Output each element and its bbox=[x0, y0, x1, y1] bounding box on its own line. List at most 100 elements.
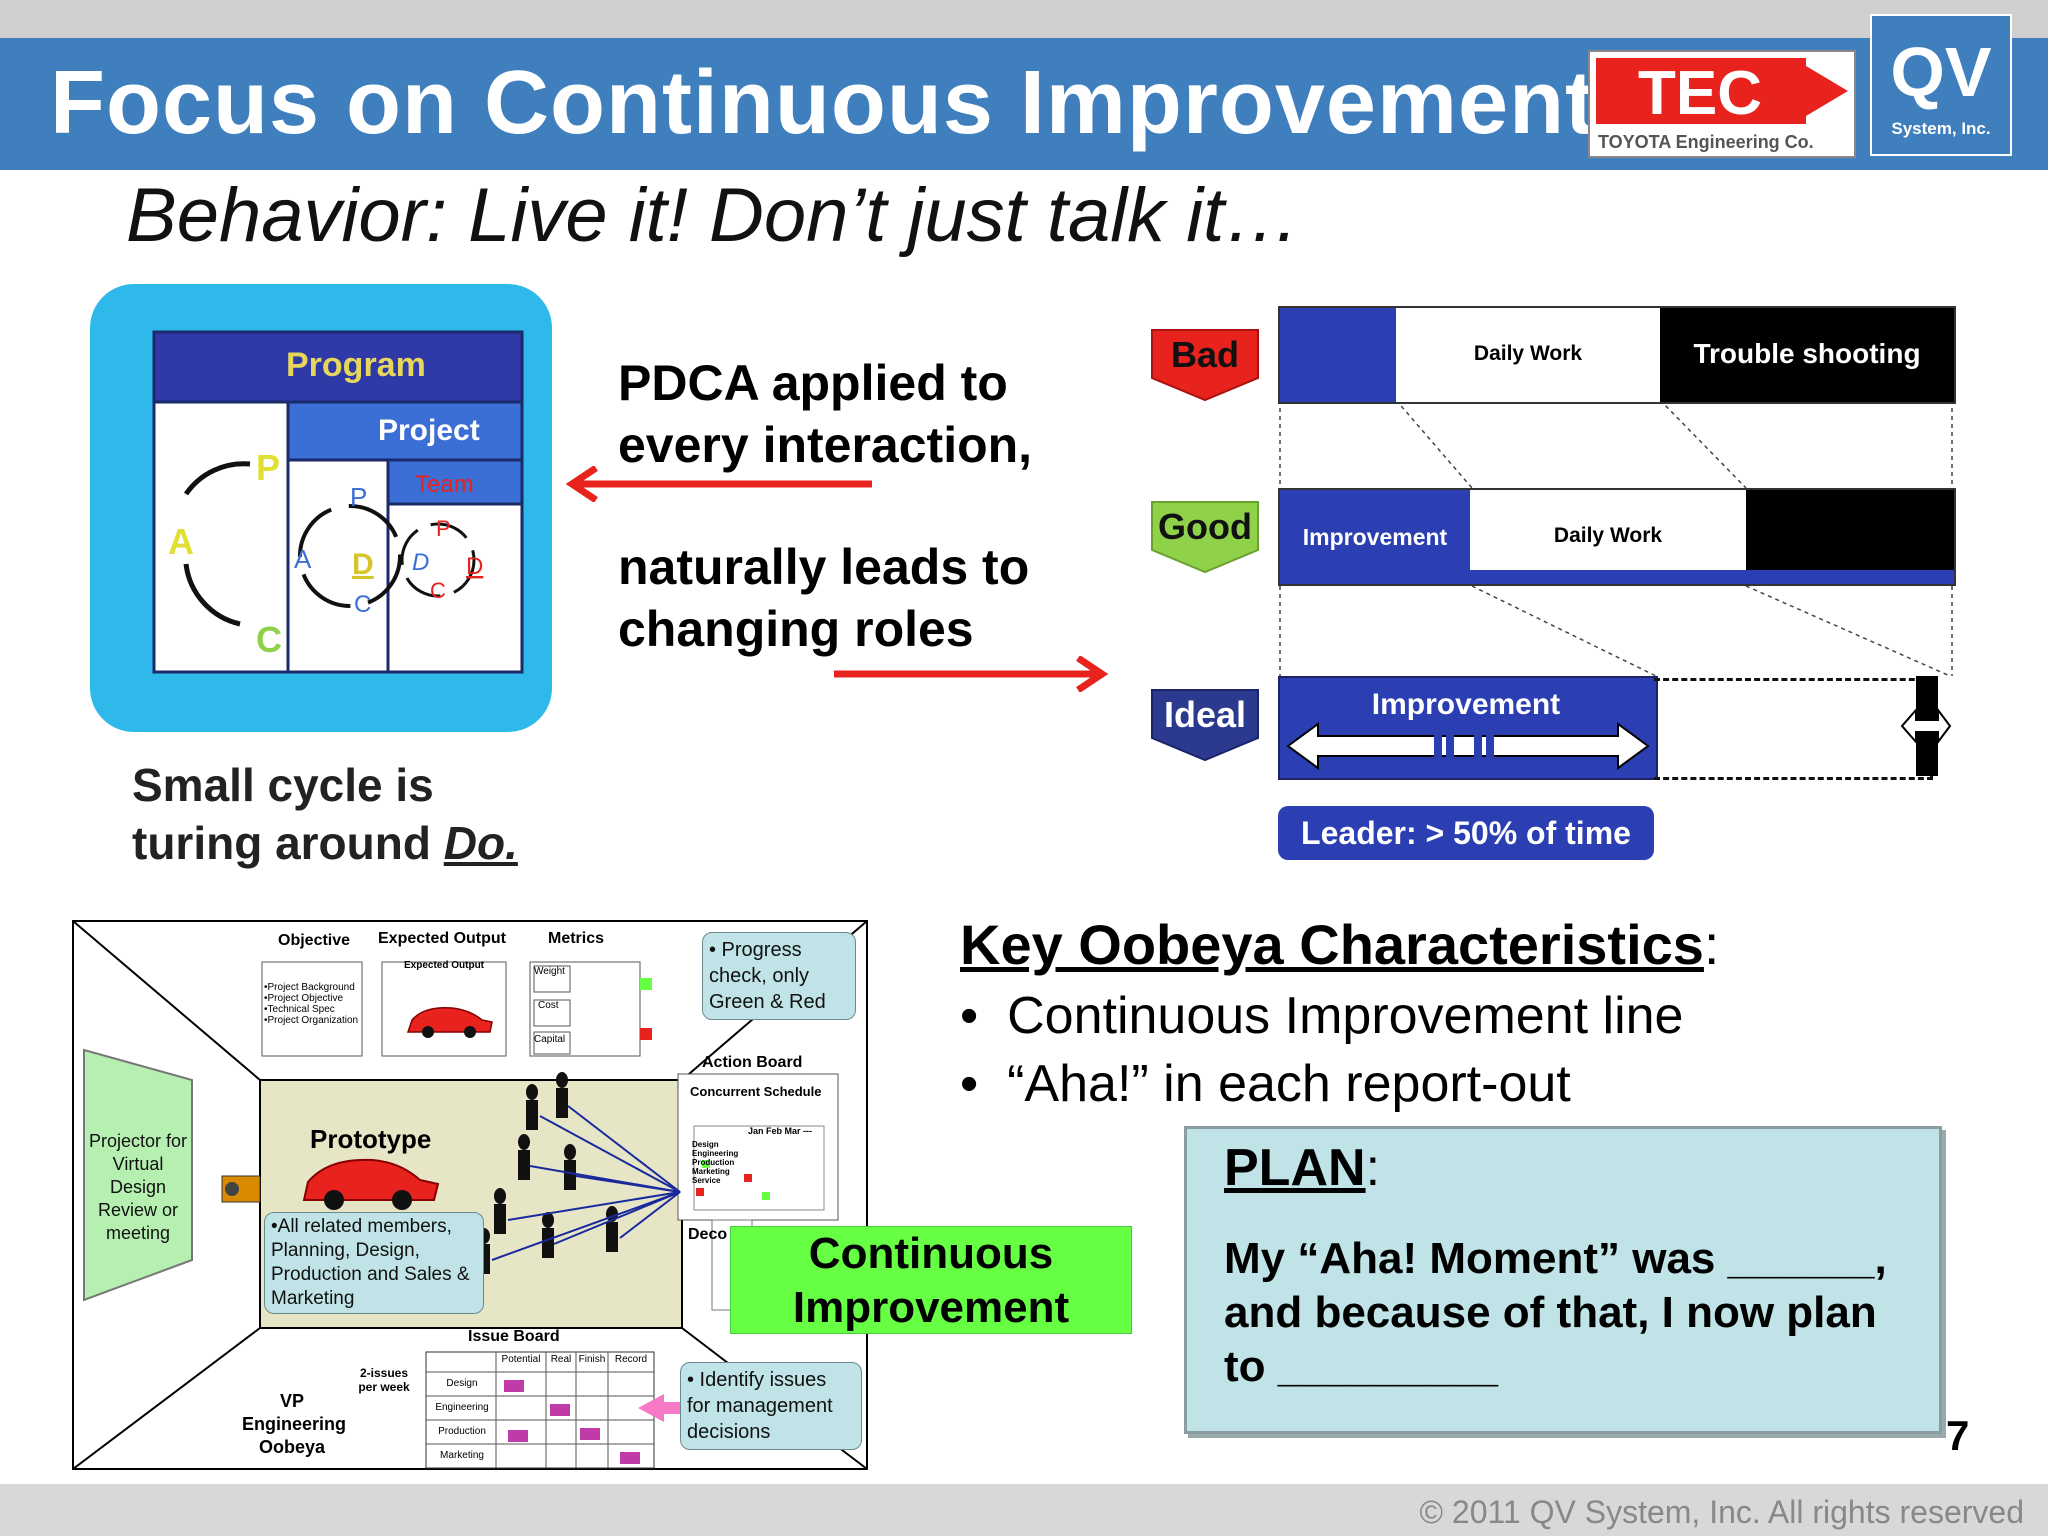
small-cycle-line2: turing around Do. bbox=[132, 814, 518, 872]
project-label: Project bbox=[378, 414, 480, 447]
program-label: Program bbox=[286, 346, 426, 384]
metric-cost: Cost bbox=[538, 1000, 559, 1011]
qv-logo: QV System, Inc. bbox=[1870, 14, 2012, 156]
bad-trouble-shooting: Trouble shooting bbox=[1693, 338, 1921, 369]
issue-column-header: Potential bbox=[501, 1354, 541, 1365]
slide-title: Focus on Continuous Improvement bbox=[50, 53, 1597, 153]
prototype-label: Prototype bbox=[310, 1124, 432, 1154]
ideal-improvement-segment bbox=[1278, 676, 1658, 780]
metric-capital: Capital bbox=[534, 1034, 566, 1045]
good-bar: Improvement Daily Work bbox=[1278, 488, 1956, 586]
team-label: Team bbox=[415, 471, 474, 498]
bullet-dot-icon: • bbox=[960, 987, 1008, 1045]
key-title-text: Key Oobeya Characteristics bbox=[960, 913, 1704, 976]
good-improvement: Improvement bbox=[1302, 524, 1448, 550]
oobeya-expected-output-small: Expected Output bbox=[404, 960, 485, 971]
small-cycle-prefix: turing around bbox=[132, 817, 444, 869]
project-c: C bbox=[354, 591, 371, 618]
ideal-tag bbox=[1148, 686, 1262, 762]
issue-row-label: Design bbox=[446, 1378, 478, 1389]
issue-column-header: Record bbox=[614, 1354, 648, 1365]
projector-label: Projector for Virtual Design Review or m… bbox=[88, 1131, 188, 1243]
small-cycle-do: Do. bbox=[443, 817, 518, 869]
ideal-bar: Improvement bbox=[1278, 676, 1952, 780]
page-number: 7 bbox=[1946, 1412, 1970, 1459]
schedule-rows: Design Engineering Production Marketing … bbox=[692, 1140, 738, 1185]
bad-improvement-segment bbox=[1280, 308, 1396, 402]
project-d: D bbox=[352, 548, 374, 581]
good-trouble-segment bbox=[1746, 490, 1954, 570]
objective-list: •Project Background •Project Objective •… bbox=[264, 982, 358, 1026]
ideal-improvement: Improvement bbox=[1371, 688, 1561, 721]
schedule-months: Jan Feb Mar --- bbox=[748, 1126, 813, 1136]
metric-weight: Weight bbox=[534, 966, 565, 977]
decision-partial-label: Deco bbox=[688, 1226, 728, 1243]
pdca-text-block-2: naturally leads to changing roles bbox=[618, 536, 1029, 660]
issue-board-label: Issue Board bbox=[468, 1328, 560, 1345]
bad-bar: Daily Work Trouble shooting bbox=[1278, 306, 1956, 404]
schedule-row: Engineering bbox=[692, 1149, 739, 1158]
key-bullet: • “Aha!” in each report-out bbox=[960, 1054, 1571, 1114]
program-c: C bbox=[256, 619, 282, 660]
objective-item: •Project Background bbox=[264, 982, 355, 993]
small-cycle-line1: Small cycle is bbox=[132, 759, 434, 811]
objective-item: •Technical Spec bbox=[264, 1004, 335, 1015]
pdca-line-1: PDCA applied to bbox=[618, 355, 1008, 411]
key-bullet-text: “Aha!” in each report-out bbox=[1007, 1055, 1571, 1113]
bad-trouble-segment bbox=[1660, 308, 1954, 402]
pdca-nested-diagram: Program Project Team P A C P A D C P D D… bbox=[90, 284, 552, 732]
program-a: A bbox=[168, 521, 194, 562]
bad-daily-work: Daily Work bbox=[1473, 342, 1583, 365]
ideal-empty-segment bbox=[1654, 678, 1933, 780]
issue-row-label: Marketing bbox=[440, 1450, 484, 1461]
team-p: P bbox=[436, 516, 451, 541]
plan-title: PLAN: bbox=[1224, 1138, 1380, 1198]
issue-rows: Design Engineering Production Marketing bbox=[428, 1378, 496, 1474]
ideal-double-arrow-icon bbox=[1284, 720, 1652, 772]
subtitle: Behavior: Live it! Don’t just talk it… bbox=[126, 173, 1301, 258]
leader-badge: Leader: > 50% of time bbox=[1278, 806, 1654, 860]
good-bottom-line bbox=[1470, 570, 1954, 584]
progress-callout: • Progress check, only Green & Red bbox=[702, 932, 856, 1020]
key-title: Key Oobeya Characteristics: bbox=[960, 912, 1719, 977]
project-p: P bbox=[350, 482, 367, 512]
copyright: © 2011 QV System, Inc. All rights reserv… bbox=[1419, 1494, 2024, 1530]
tec-logo-subtitle: TOYOTA Engineering Co. bbox=[1598, 132, 1814, 152]
good-daily-work: Daily Work bbox=[1553, 524, 1663, 547]
objective-item: •Project Organization bbox=[264, 1015, 359, 1026]
program-p: P bbox=[256, 447, 280, 488]
plan-line-2: and because of that, I now plan bbox=[1224, 1288, 1877, 1337]
schedule-row: Production bbox=[692, 1158, 735, 1167]
plan-box bbox=[1184, 1126, 1942, 1434]
schedule-row: Marketing bbox=[692, 1167, 730, 1176]
good-tag bbox=[1148, 498, 1262, 574]
plan-title-text: PLAN bbox=[1224, 1139, 1366, 1197]
team-c: C bbox=[430, 578, 446, 603]
objective-item: •Project Objective bbox=[264, 993, 344, 1004]
small-cycle-caption: Small cycle is turing around Do. bbox=[132, 756, 518, 872]
pdca-line-2: every interaction, bbox=[618, 417, 1033, 473]
identify-callout: • Identify issues for management decisio… bbox=[680, 1362, 862, 1450]
oobeya-action-board: Action Board bbox=[702, 1054, 803, 1071]
pdca-text-block-1: PDCA applied to every interaction, bbox=[618, 352, 1032, 476]
schedule-row: Service bbox=[692, 1176, 721, 1185]
oobeya-concurrent-schedule: Concurrent Schedule bbox=[690, 1084, 822, 1099]
oobeya-metrics: Metrics bbox=[548, 930, 605, 947]
plan-title-colon: : bbox=[1365, 1139, 1381, 1197]
bad-tag bbox=[1148, 326, 1262, 402]
ideal-label: Ideal bbox=[1163, 694, 1247, 735]
tec-logo-letters: TEC bbox=[1638, 59, 1762, 128]
issue-row-label: Engineering bbox=[435, 1402, 489, 1413]
ideal-end-marker-icon bbox=[1898, 676, 1952, 776]
schedule-row: Design bbox=[692, 1140, 719, 1149]
plan-line-3: to _________ bbox=[1224, 1342, 1498, 1391]
continuous-improvement-box: Continuous Improvement bbox=[730, 1226, 1132, 1334]
members-callout: •All related members, Planning, Design, … bbox=[264, 1212, 484, 1314]
key-title-colon: : bbox=[1703, 913, 1720, 976]
oobeya-objective: Objective bbox=[278, 932, 351, 949]
arrow-left-icon bbox=[562, 465, 874, 503]
role-connectors bbox=[1276, 396, 1956, 796]
oobeya-expected-output: Expected Output bbox=[378, 930, 507, 947]
oobeya-room-diagram: Objective Expected Output Expected Outpu… bbox=[72, 920, 868, 1470]
plan-line-1: My “Aha! Moment” was ______, bbox=[1224, 1234, 1887, 1283]
